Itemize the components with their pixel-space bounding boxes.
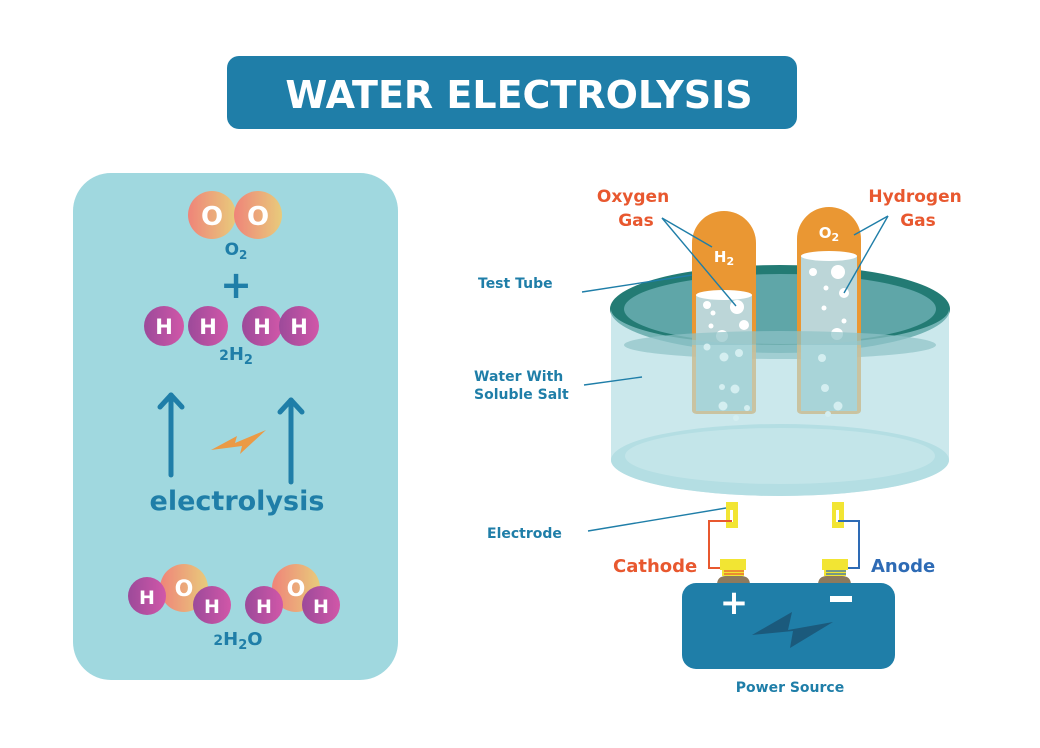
- electrolysis-apparatus: + Oxygen Gas Hydrogen Gas H2 O2 Test Tub…: [474, 187, 967, 696]
- battery-minus-sign: [830, 596, 852, 602]
- oxygen-atom: [188, 191, 236, 239]
- page-title: WATER ELECTROLYSIS: [285, 73, 752, 117]
- o2-formula: O2: [225, 240, 248, 262]
- label-pointers: [581, 215, 889, 532]
- hydrogen-atom: [144, 306, 184, 346]
- hydrogen-atom: [242, 306, 282, 346]
- power-source-label: Power Source: [736, 680, 844, 696]
- anode-label: Anode: [871, 556, 935, 577]
- atom-label: H: [253, 315, 271, 339]
- atom-label: H: [139, 587, 155, 609]
- electrode-left: [726, 502, 738, 528]
- hydrogen-atom: [302, 586, 340, 624]
- hydrogen-atom: [279, 306, 319, 346]
- up-arrow-right: [277, 397, 305, 485]
- hydrogen-atom: [128, 577, 166, 615]
- up-arrow-left: [157, 392, 185, 478]
- hydrogen-molecules: H H H H: [144, 306, 319, 346]
- oxygen-gas-label: Oxygen Gas: [597, 187, 675, 231]
- atom-label: O: [247, 202, 269, 232]
- plus-sign: +: [220, 263, 252, 307]
- atom-label: O: [201, 202, 223, 232]
- hydrogen-gas-label: Hydrogen Gas: [868, 187, 967, 231]
- test-tube-right-submerged: [797, 345, 861, 414]
- atom-label: H: [199, 315, 217, 339]
- right-tube-gas-label: O2: [819, 224, 839, 244]
- h2o-formula: 2H2O: [213, 629, 262, 653]
- atom-label: H: [313, 596, 329, 618]
- electrode-label: Electrode: [487, 526, 562, 542]
- atom-label: O: [175, 577, 194, 602]
- lightning-icon: [752, 612, 833, 648]
- water-label: Water With Soluble Salt: [474, 369, 569, 403]
- water-molecule: O H H: [245, 564, 340, 624]
- panel-background: [73, 173, 398, 680]
- atom-label: H: [204, 596, 220, 618]
- lightning-icon: [211, 430, 266, 454]
- battery-plus-sign: +: [720, 583, 749, 623]
- power-source-battery: +: [682, 583, 895, 669]
- container-bottom-inner: [625, 428, 935, 484]
- atom-label: H: [290, 315, 308, 339]
- oxygen-atom: [234, 191, 282, 239]
- title-background: [227, 56, 797, 129]
- positive-terminal: [717, 559, 750, 585]
- title-banner: WATER ELECTROLYSIS: [227, 56, 797, 129]
- electrode-right: [832, 502, 844, 528]
- test-tube-label: Test Tube: [478, 276, 553, 292]
- hydrogen-atom: [188, 306, 228, 346]
- oxygen-molecule: O O: [188, 191, 282, 239]
- atom-label: H: [155, 315, 173, 339]
- atom-label: H: [256, 596, 272, 618]
- submerged-bubbles: [703, 343, 843, 421]
- hydrogen-atom: [193, 586, 231, 624]
- atom-label: O: [287, 577, 306, 602]
- h2-formula: 2H2: [219, 344, 253, 368]
- process-label: electrolysis: [150, 486, 325, 517]
- cathode-label: Cathode: [613, 556, 697, 577]
- reaction-panel: O O O2 + H H H H 2H2 electrolysis: [73, 173, 398, 680]
- hydrogen-atom: [245, 586, 283, 624]
- negative-terminal: [818, 559, 851, 585]
- test-tube-left-submerged: [692, 345, 756, 414]
- left-tube-gas-label: H2: [714, 248, 734, 268]
- water-molecule: O H H: [128, 564, 231, 624]
- water-surface: [624, 331, 936, 359]
